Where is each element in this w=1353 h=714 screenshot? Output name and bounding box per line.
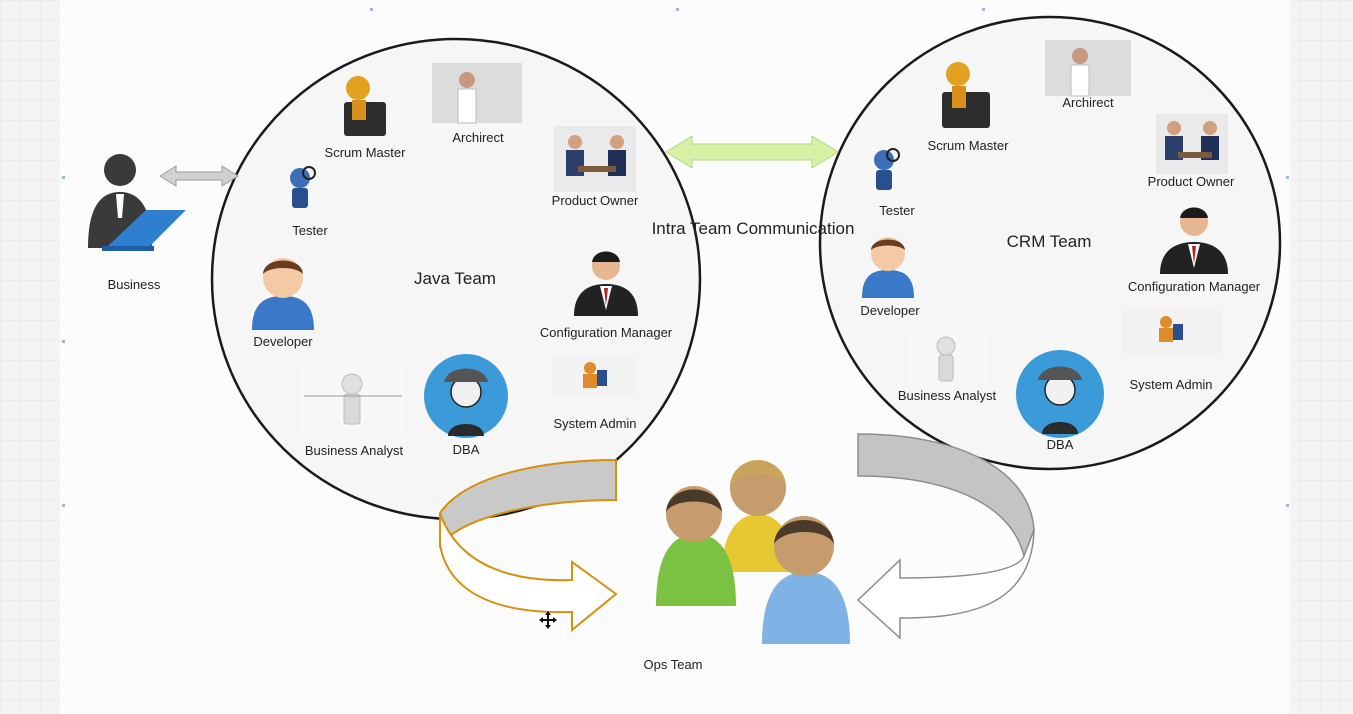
crm-to-ops-arrow xyxy=(856,433,1035,640)
java-developer-icon xyxy=(252,258,314,330)
business-java-arrow xyxy=(159,165,239,187)
crm-configuration-manager-icon xyxy=(1160,207,1228,274)
crm-business-analyst-label: Business Analyst xyxy=(897,388,997,403)
java-configuration-manager-icon xyxy=(574,251,638,316)
java-configuration-manager-label: Configuration Manager xyxy=(539,325,673,340)
crm-scrum-master-icon xyxy=(942,62,990,128)
crm-system-admin-icon xyxy=(1122,310,1222,354)
java-product-owner-label: Product Owner xyxy=(551,193,639,208)
crm-developer-icon xyxy=(862,237,914,298)
java-tester-label: Tester xyxy=(292,223,328,238)
crm-architect-icon xyxy=(1045,40,1131,97)
business-person-icon xyxy=(88,154,186,251)
java-developer-label: Developer xyxy=(253,334,313,349)
crm-product-owner-icon xyxy=(1156,114,1228,174)
java-team-title: Java Team xyxy=(414,269,496,288)
java-dba-label: DBA xyxy=(452,442,480,457)
java-business-analyst-icon xyxy=(300,368,404,434)
java-dba-icon xyxy=(424,354,508,438)
business-label: Business xyxy=(107,277,161,292)
java-to-ops-arrow xyxy=(439,458,618,633)
crm-architect-label: Archirect xyxy=(1062,95,1114,110)
java-business-analyst-label: Business Analyst xyxy=(304,443,404,458)
crm-tester-icon xyxy=(874,148,900,190)
crm-developer-label: Developer xyxy=(860,303,920,318)
intra-team-communication-label: Intra Team Communication xyxy=(651,219,855,238)
ops-team-label: Ops Team xyxy=(643,657,703,672)
crm-dba-icon xyxy=(1016,350,1104,438)
crm-business-analyst-icon xyxy=(910,332,986,386)
move-cursor-icon xyxy=(539,611,557,629)
crm-scrum-master-label: Scrum Master xyxy=(927,138,1009,153)
ops-team-icon xyxy=(656,460,850,644)
crm-tester-label: Tester xyxy=(879,203,915,218)
crm-system-admin-label: System Admin xyxy=(1129,377,1213,392)
java-architect-label: Archirect xyxy=(452,130,504,145)
java-system-admin-icon xyxy=(552,356,636,396)
crm-product-owner-label: Product Owner xyxy=(1147,174,1235,189)
java-product-owner-icon xyxy=(554,126,636,192)
intra-team-arrow xyxy=(665,135,839,169)
java-architect-icon xyxy=(432,63,522,124)
java-system-admin-label: System Admin xyxy=(553,416,637,431)
java-tester-icon xyxy=(290,166,316,208)
java-scrum-master-label: Scrum Master xyxy=(324,145,406,160)
crm-dba-label: DBA xyxy=(1046,437,1074,452)
java-scrum-master-icon xyxy=(344,76,386,136)
crm-configuration-manager-label: Configuration Manager xyxy=(1127,279,1261,294)
crm-team-title: CRM Team xyxy=(1006,232,1092,251)
